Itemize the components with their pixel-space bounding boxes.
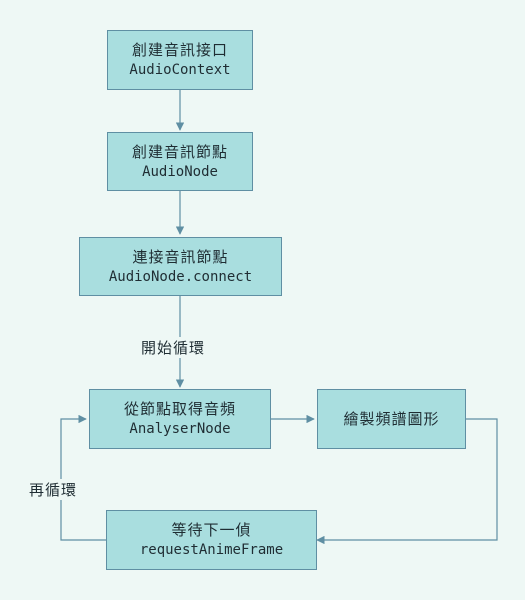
node-subtitle: requestAnimeFrame (139, 542, 284, 558)
node-draw-spectrum: 繪製頻譜圖形 (317, 389, 466, 449)
node-subtitle: AudioContext (129, 62, 231, 78)
edge-draw-to-wait (316, 418, 498, 545)
node-get-frequency: 從節點取得音頻 AnalyserNode (89, 389, 271, 449)
node-create-audio-node: 創建音訊節點 AudioNode (107, 132, 253, 191)
node-subtitle: AudioNode (142, 163, 218, 180)
node-create-audio-context: 創建音訊接口 AudioContext (107, 30, 253, 90)
node-wait-next-frame: 等待下一偵 requestAnimeFrame (106, 510, 317, 570)
node-subtitle: AnalyserNode (129, 421, 231, 437)
node-title: 創建音訊節點 (131, 142, 228, 161)
node-title: 等待下一偵 (171, 521, 252, 539)
node-title: 創建音訊接口 (131, 41, 228, 59)
node-connect-audio-node: 連接音訊節點 AudioNode.connect (79, 237, 282, 296)
edge-label-repeat-loop: 再循環 (26, 479, 81, 500)
node-title: 連接音訊節點 (132, 247, 229, 266)
edge-label-start-loop: 開始循環 (138, 337, 209, 358)
node-subtitle: AudioNode.connect (108, 268, 253, 285)
node-title: 繪製頻譜圖形 (343, 410, 440, 428)
node-title: 從節點取得音頻 (123, 400, 236, 418)
